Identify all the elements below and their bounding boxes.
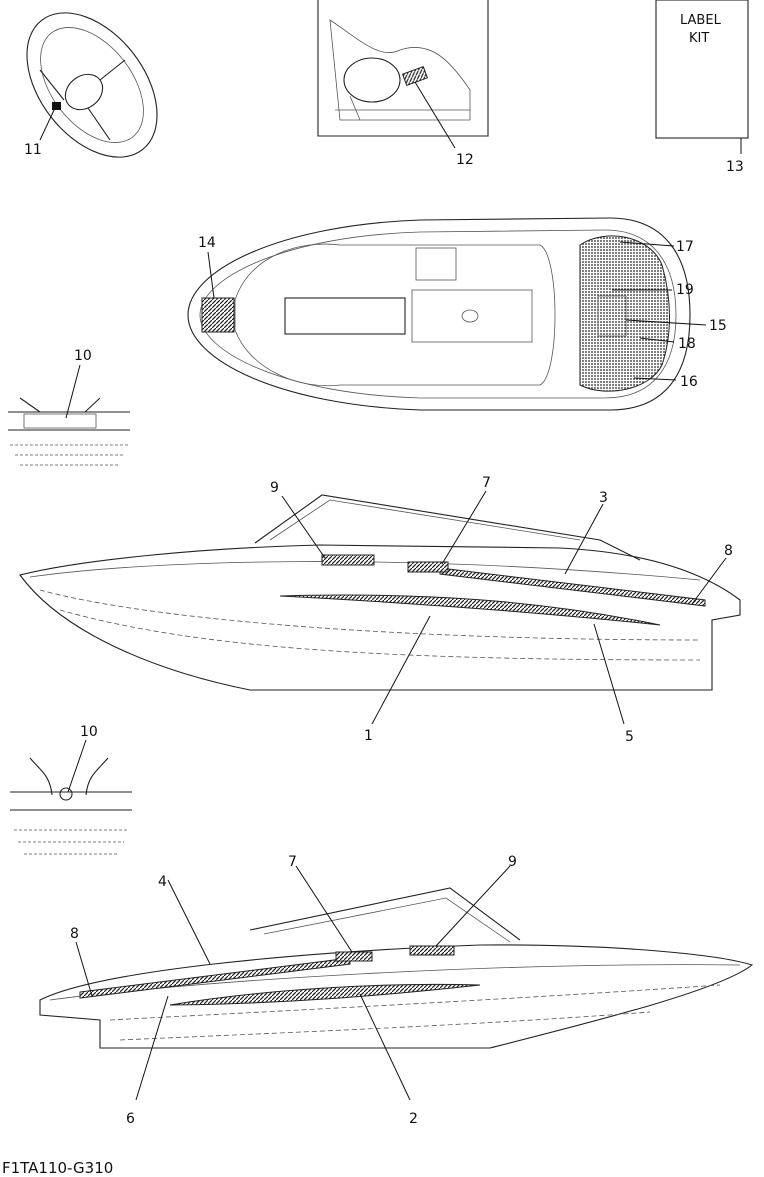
callout-12: 12 xyxy=(456,152,474,168)
callout-5: 5 xyxy=(625,729,634,745)
callout-15: 15 xyxy=(709,318,727,334)
callout-3: 3 xyxy=(599,490,608,506)
callout-18: 18 xyxy=(678,336,696,352)
callout-6: 6 xyxy=(126,1111,135,1127)
boat-top-view xyxy=(187,217,691,411)
callout-10-lower: 10 xyxy=(80,724,98,740)
label-kit-box xyxy=(655,0,749,139)
label-kit-line2: KIT xyxy=(689,31,709,46)
helm-inset-illustration xyxy=(317,0,489,137)
callout-9-upper: 9 xyxy=(270,480,279,496)
decal-hull-stripe-port xyxy=(169,983,481,1006)
decal-swim-platform xyxy=(579,235,670,392)
callout-7-upper: 7 xyxy=(482,475,491,491)
transom-detail-lower xyxy=(10,757,132,855)
callout-17: 17 xyxy=(676,239,694,255)
decal-14-stern xyxy=(201,297,235,333)
callout-9-lower: 9 xyxy=(508,854,517,870)
label-kit-line1: LABEL xyxy=(680,13,722,28)
boat-side-view-port xyxy=(39,887,754,1049)
decal-hull-stripe-starboard xyxy=(279,594,661,626)
callout-8-upper: 8 xyxy=(724,543,733,559)
diagram-code: F1TA110-G310 xyxy=(2,1159,113,1177)
callout-13: 13 xyxy=(726,159,744,175)
boat-side-view-starboard xyxy=(19,494,741,691)
callout-1: 1 xyxy=(364,728,373,744)
decal-gunwale-stripe-port xyxy=(79,957,351,999)
callout-7-lower: 7 xyxy=(288,854,297,870)
callout-2: 2 xyxy=(409,1111,418,1127)
callout-19: 19 xyxy=(676,282,694,298)
callout-4: 4 xyxy=(158,874,167,890)
callout-8-lower: 8 xyxy=(70,926,79,942)
transom-detail-upper xyxy=(8,397,130,466)
callout-10-upper: 10 xyxy=(74,348,92,364)
callout-11: 11 xyxy=(24,142,42,158)
steering-wheel-illustration xyxy=(26,12,158,158)
callout-16: 16 xyxy=(680,374,698,390)
callout-14: 14 xyxy=(198,235,216,251)
